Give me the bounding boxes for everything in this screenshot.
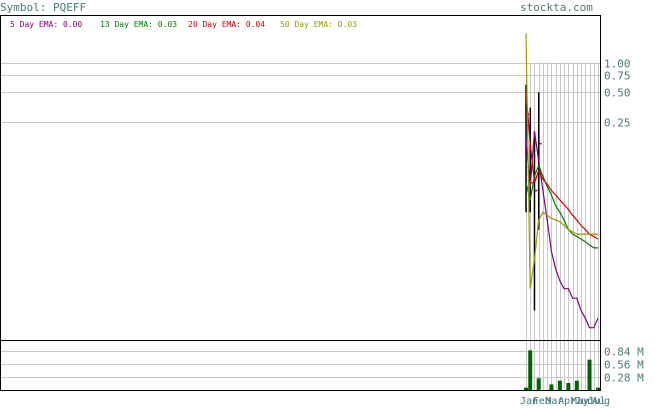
volume-bar: [536, 378, 541, 390]
volume-tick-label: 0.56 M: [604, 359, 644, 372]
volume-bar: [596, 387, 600, 390]
legend-ema20: 20 Day EMA: 0.04: [188, 20, 265, 29]
price-panel-frame: [0, 15, 601, 341]
x-tick-label: Feb: [533, 396, 551, 406]
volume-bar: [549, 384, 554, 390]
volume-panel-frame: [0, 340, 601, 391]
volume-bars: [524, 350, 600, 390]
symbol-label: Symbol: PQEFF: [0, 1, 86, 14]
x-tick-label: May: [571, 396, 589, 406]
volume-bar: [524, 387, 528, 390]
volume-bar: [528, 350, 533, 390]
legend-ema50: 50 Day EMA: 0.03: [280, 20, 357, 29]
price-tick-label: 1.00: [604, 58, 631, 71]
x-tick-label: Mar: [545, 396, 563, 406]
legend: 5 Day EMA: 0.00 13 Day EMA: 0.03 20 Day …: [10, 20, 357, 29]
legend-ema13: 13 Day EMA: 0.03: [100, 20, 177, 29]
price-grid: [1, 63, 600, 123]
price-tick-label: 0.50: [604, 87, 631, 100]
ema-line: [525, 131, 599, 329]
volume-tick-label: 0.84 M: [604, 346, 644, 359]
watermark: stockta.com: [520, 1, 593, 14]
y-tick-labels: 1.000.75 0.50 0.25 0.84 M0.56 M0.28 M: [604, 58, 644, 385]
volume-bar: [557, 380, 562, 390]
legend-ema5: 5 Day EMA: 0.00: [10, 20, 82, 29]
x-tick-label: Jul: [588, 396, 606, 406]
x-tick-label: Jan: [520, 396, 538, 406]
ema-line: [525, 92, 599, 240]
volume-tick-label: 0.28 M: [604, 372, 644, 385]
x-tick-label: Aug: [592, 396, 610, 406]
ema-line: [525, 163, 598, 249]
price-tick-label: 0.75: [604, 70, 631, 83]
x-tick-label: Apr: [558, 396, 576, 406]
volume-bar: [566, 383, 571, 390]
volume-bar: [587, 359, 592, 390]
volume-bar: [574, 380, 579, 390]
ema-lines: [525, 33, 599, 329]
x-tick-label: Jun: [575, 396, 593, 406]
price-tick-label: 0.25: [604, 117, 631, 130]
ema-line: [525, 33, 598, 289]
volume-grid: [1, 351, 600, 378]
